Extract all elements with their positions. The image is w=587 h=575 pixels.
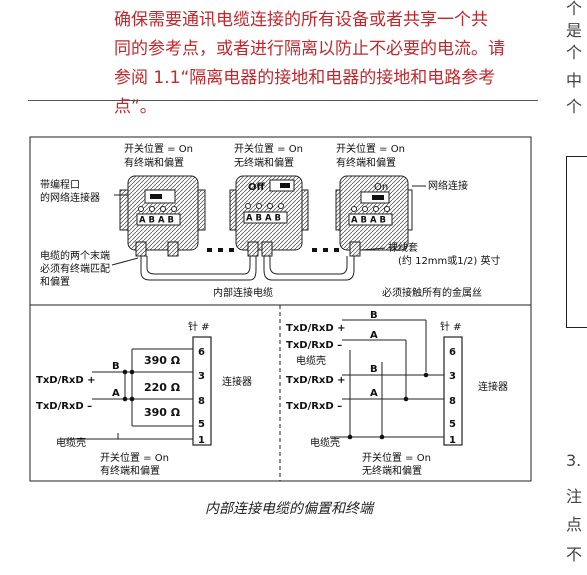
wire-label: A: [112, 388, 120, 399]
edge-frame: [566, 156, 587, 328]
callout-leader: [111, 257, 139, 266]
network-connector-programming-port: [119, 175, 206, 257]
pin-number: 3: [449, 371, 456, 382]
edge-text: 个: [566, 0, 583, 18]
edge-text: 个: [566, 43, 583, 62]
pin-number: 8: [198, 396, 205, 407]
connector-pin-block: [192, 336, 212, 446]
switch-position-line1: 开关位置 = On: [100, 451, 169, 464]
section-divider: [28, 100, 538, 101]
inner-cables: [140, 256, 355, 281]
pin-number: 1: [198, 435, 205, 446]
figure-caption: 内部连接电缆的偏置和终端: [205, 501, 373, 517]
top-label-2-line1: 开关位置 = On: [234, 142, 303, 155]
resistor-value: 390 Ω: [144, 406, 181, 419]
switch-state-on: On: [374, 182, 388, 193]
left-schematic: 针 # 6 3 8 5 1 390 Ω 220 Ω 390 Ω B A TxD/…: [36, 320, 252, 477]
cable-end-note-line1: 电缆的两个末端: [40, 249, 110, 262]
connector-label: 连接器: [478, 380, 508, 393]
wire-label: B: [370, 310, 378, 321]
edge-text: 注: [566, 487, 583, 506]
connector-pin-block: [443, 336, 463, 446]
bare-sleeve-size: (约 12mm或1/2) 英寸: [398, 254, 500, 267]
pin-number: 8: [449, 396, 456, 407]
pin-number: 3: [198, 371, 205, 382]
edge-text: 点: [566, 515, 583, 534]
top-label-3-line2: 有终端和偏置: [336, 156, 396, 169]
top-label-1-line2: 有终端和偏置: [124, 156, 184, 169]
callout-leader: [361, 247, 386, 251]
cable-continuation-dots: [207, 248, 339, 252]
cable-end-note-line2: 必须有终端匹配: [40, 262, 110, 275]
switch-state-off: Off: [248, 182, 266, 193]
network-connector-middle: [229, 175, 309, 257]
wire-label: B: [370, 364, 378, 375]
signal-label: TxD/RxD –: [286, 340, 342, 351]
metal-contact-note: 必须接触所有的金属丝: [382, 286, 482, 299]
top-label-3-line1: 开关位置 = On: [336, 142, 405, 155]
pin-number: 6: [198, 347, 205, 358]
pin-number: 5: [198, 419, 205, 430]
signal-label: TxD/RxD +: [286, 375, 346, 386]
pin-number: 1: [449, 435, 456, 446]
top-label-1-line1: 开关位置 = On: [124, 142, 193, 155]
resistor-value: 390 Ω: [144, 354, 181, 367]
pin-header: 针 #: [188, 320, 210, 333]
switch-position-line2: 有终端和偏置: [100, 464, 160, 477]
resistor-value: 220 Ω: [144, 381, 181, 394]
top-label-2-line2: 无终端和偏置: [234, 156, 294, 169]
wire-label: A: [370, 330, 378, 341]
signal-label: 电缆壳: [296, 354, 326, 367]
pin-header: 针 #: [440, 320, 462, 333]
signal-label: TxD/RxD –: [36, 401, 92, 412]
intro-paragraph: 确保需要通讯电缆连接的所有设备或者共享一个共 同的参考点，或者进行隔离以防止不必…: [114, 6, 536, 122]
edge-text: 是: [566, 21, 583, 40]
intro-line: 同的参考点，或者进行隔离以防止不必要的电流。请: [114, 39, 505, 59]
programming-port-callout-line1: 带编程口: [40, 178, 80, 191]
network-connection-callout: 网络连接: [428, 179, 468, 192]
wire-label: B: [112, 361, 120, 372]
signal-label: 电缆壳: [56, 436, 86, 449]
pin-number: 6: [449, 347, 456, 358]
signal-label: TxD/RxD +: [36, 375, 96, 386]
connector-label: 连接器: [222, 375, 252, 388]
edge-text: 不: [566, 545, 583, 564]
wire-label: A: [370, 388, 378, 399]
intro-line: 确保需要通讯电缆连接的所有设备或者共享一个共: [114, 10, 488, 30]
edge-text: 中: [566, 71, 583, 90]
switch-position-line1: 开关位置 = On: [362, 451, 431, 464]
pin-number: 5: [449, 419, 456, 430]
signal-label: 电缆壳: [310, 436, 340, 449]
right-schematic: 针 # 6 3 8 5 1 B A B A TxD/RxD + TxD/RxD …: [286, 310, 508, 477]
signal-label: TxD/RxD –: [286, 401, 342, 412]
intro-line: 参阅 1.1“隔离电器的接地和电器的接地和电路参考点”。: [114, 68, 496, 117]
inner-cable-label: 内部连接电缆: [213, 286, 273, 299]
switch-position-line2: 无终端和偏置: [362, 464, 422, 477]
pin-labels-3: A B A B: [351, 216, 386, 226]
cable-end-note-line3: 和偏置: [40, 275, 70, 288]
edge-text: 个: [566, 97, 583, 116]
pin-labels-1: A B A B: [139, 216, 174, 226]
signal-label: TxD/RxD +: [286, 323, 346, 334]
programming-port-callout-line2: 的网络连接器: [40, 191, 100, 204]
bare-sleeve-label: 裸线套: [388, 241, 418, 254]
network-connector-end: [335, 175, 413, 257]
pin-labels-2: A B A B: [246, 214, 281, 224]
edge-section-number: 3.: [566, 451, 582, 470]
